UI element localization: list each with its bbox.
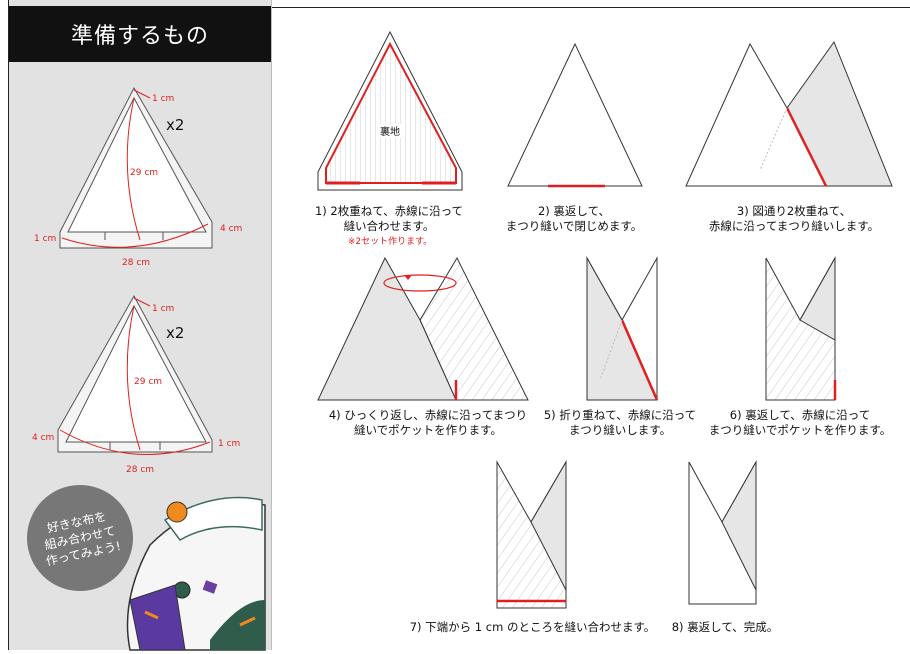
piece1-height-dim: 29 cm [130, 168, 158, 178]
piece2-height-dim: 29 cm [134, 377, 162, 387]
step7-caption: 7) 下端から 1 cm のところを縫い合わせます。 [409, 620, 656, 634]
step6-caption: 6) 裏返して、赤線に沿って まつり縫いでポケットを作ります。 [708, 408, 892, 437]
top-rule [270, 7, 910, 8]
step5-caption: 5) 折り重ねて、赤線に沿って まつり縫いします。 [543, 408, 697, 437]
piece1-left-dim: 1 cm [34, 234, 56, 244]
step7-diagram [496, 460, 567, 609]
step3-diagram [685, 40, 893, 187]
piece2-top-dim: 1 cm [152, 304, 174, 314]
piece2-left-dim: 4 cm [32, 433, 54, 443]
step1-note: ※2セット作ります。 [347, 237, 433, 247]
step1-caption: 1) 2枚重ねて、赤線に沿って 縫い合わせます。 [314, 204, 464, 233]
step2-diagram [507, 42, 643, 188]
step2-caption: 2) 裏返して、 まつり縫いで閉じめます。 [505, 204, 643, 233]
piece1-count: x2 [166, 116, 184, 134]
pattern-piece-1: 1 cm 29 cm 28 cm 1 cm 4 cm x2 [34, 86, 242, 268]
piece1-top-dim: 1 cm [152, 94, 174, 104]
step6-diagram [765, 256, 837, 401]
step4-caption: 4) ひっくり返し、赤線に沿ってまつり 縫いでポケットを作ります。 [328, 408, 528, 437]
step5-diagram [586, 256, 659, 401]
step8-caption: 8) 裏返して、完成。 [671, 620, 779, 634]
piece2-count: x2 [166, 324, 184, 342]
piece2-right-dim: 1 cm [218, 439, 240, 449]
piece2-width-dim: 28 cm [126, 465, 154, 475]
step4-diagram [317, 256, 529, 401]
materials-title: 準備するもの [9, 6, 271, 62]
step1-lining-label: 裏地 [380, 125, 400, 138]
pattern-piece-2: 1 cm 29 cm 28 cm 4 cm 1 cm x2 [32, 294, 240, 475]
step3-caption: 3) 図通り2枚重ねて、 赤線に沿ってまつり縫いします。 [708, 204, 880, 233]
step1-diagram: 裏地 [317, 30, 463, 191]
mascot-illustration [126, 496, 266, 651]
step8-diagram [688, 460, 757, 605]
piece1-right-dim: 4 cm [220, 224, 242, 234]
piece1-width-dim: 28 cm [122, 258, 150, 268]
